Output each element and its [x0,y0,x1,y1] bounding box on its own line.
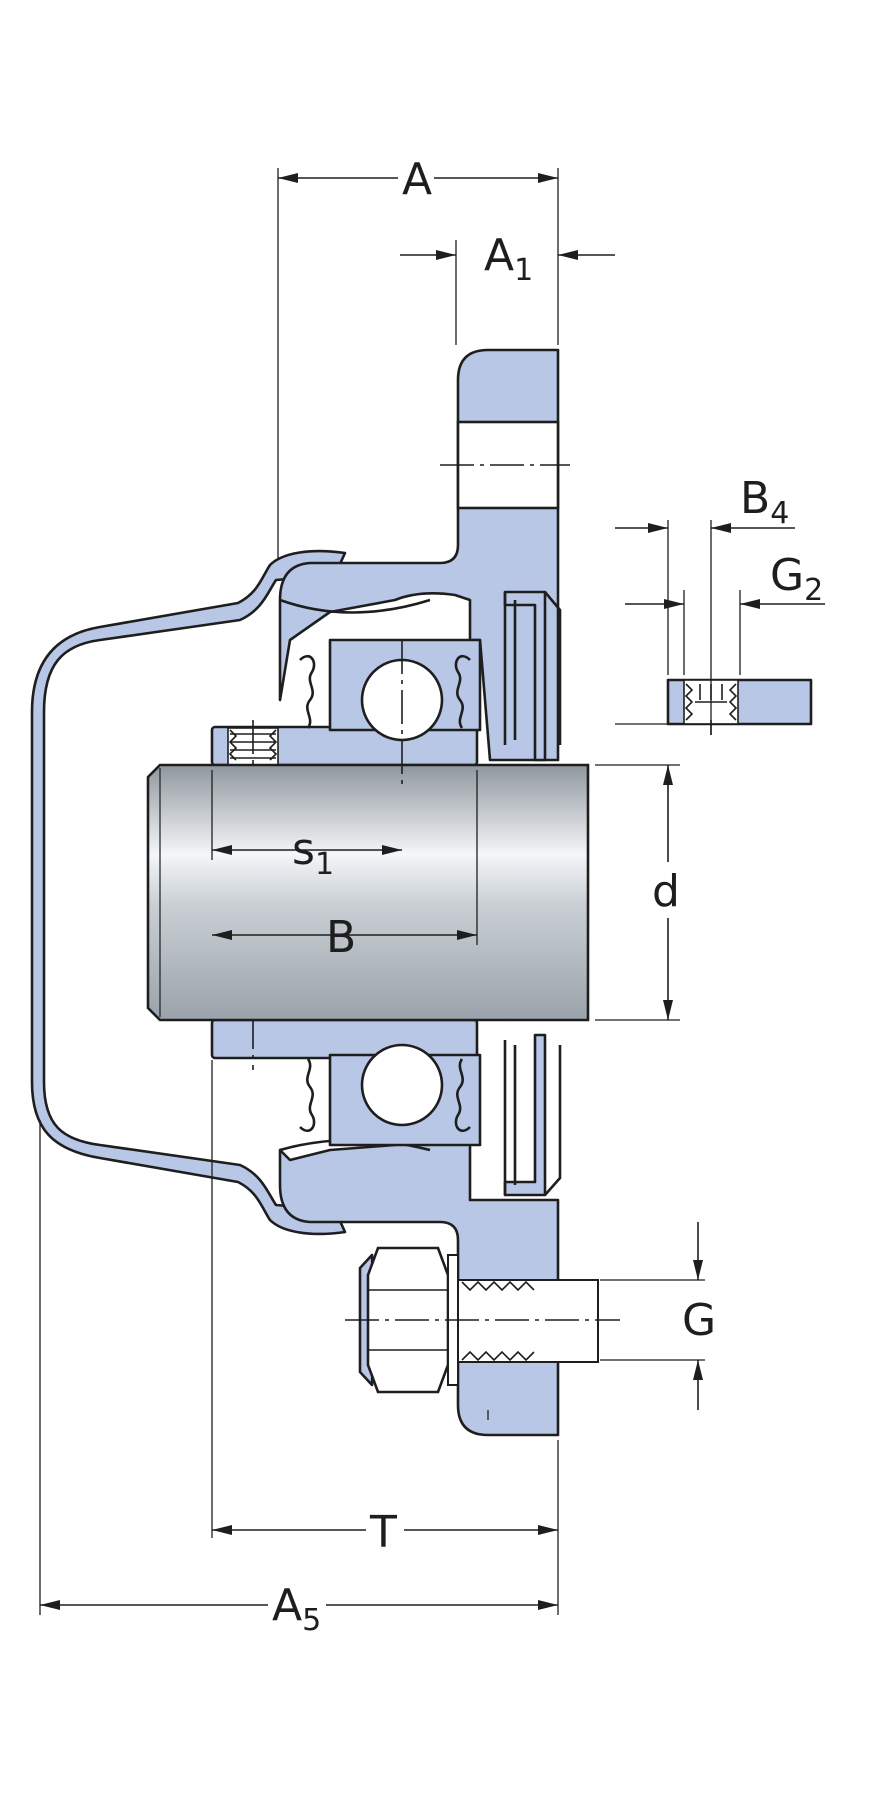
label-B: B [326,912,356,963]
label-G2: G2 [770,550,823,608]
label-A5: A5 [272,1580,321,1638]
label-T: T [369,1507,397,1558]
detail-inset [615,678,813,735]
bolt-and-nut [345,1246,620,1394]
label-s1: s1 [292,824,334,882]
label-d: d [652,866,680,917]
shaft [146,763,590,1022]
label-A1: A1 [484,230,533,288]
flange-housing-upper [278,348,570,762]
dimension-lines [39,168,825,1615]
label-A: A [402,154,432,205]
ball-lower [360,1043,444,1127]
label-G: G [682,1295,716,1346]
label-B4: B4 [740,473,789,531]
dimension-labels: A A1 B4 G2 s1 B d G T A5 [268,152,823,1638]
seal-plates [503,590,562,1197]
